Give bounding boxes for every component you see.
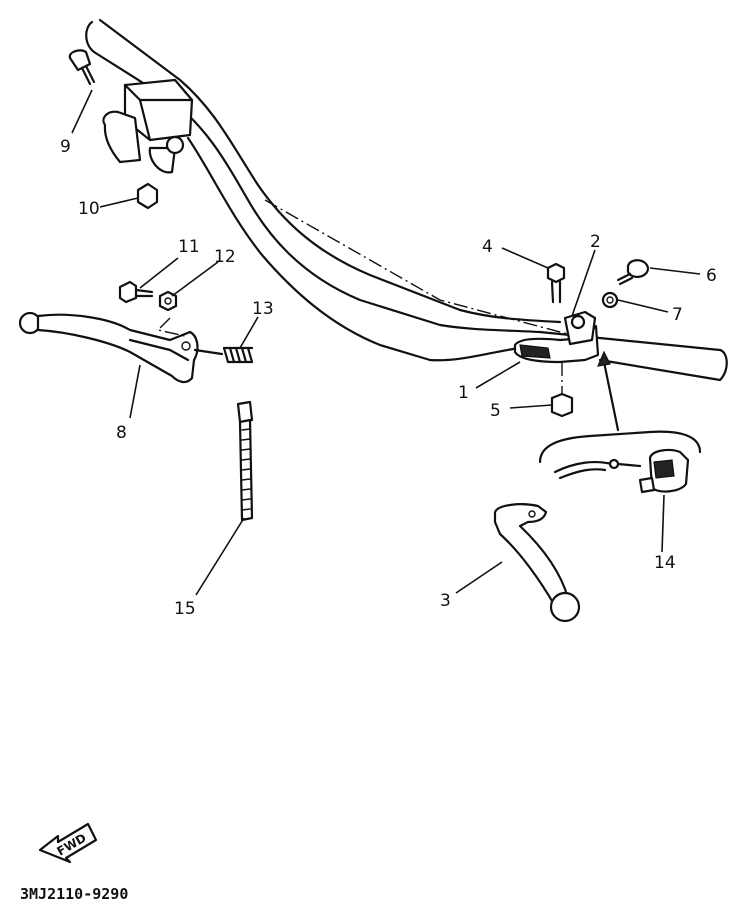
detail-view-bracket bbox=[538, 350, 702, 464]
callout-12: 12 bbox=[214, 247, 236, 267]
part-8-brake-lever bbox=[18, 311, 199, 384]
callout-1: 1 bbox=[458, 383, 469, 403]
callout-2: 2 bbox=[590, 232, 601, 252]
callout-15: 15 bbox=[174, 599, 196, 619]
part-4-bolt bbox=[546, 262, 566, 304]
part-11-bolt bbox=[118, 280, 154, 304]
part-6-screw bbox=[616, 259, 650, 286]
handlebar bbox=[85, 18, 728, 382]
master-cylinder bbox=[102, 78, 194, 174]
callout-3: 3 bbox=[440, 591, 451, 611]
part-5-nut bbox=[550, 362, 574, 418]
part-3-clutch-lever bbox=[493, 503, 581, 623]
leader-lines bbox=[71, 89, 701, 596]
part-15-cable-tie bbox=[236, 400, 254, 522]
part-14-switch bbox=[553, 448, 690, 494]
callout-9: 9 bbox=[60, 137, 71, 157]
part-13-spring bbox=[193, 346, 254, 364]
callout-labels: 9 10 11 12 13 8 15 4 2 6 7 1 5 14 3 bbox=[60, 137, 717, 619]
callout-14: 14 bbox=[654, 553, 676, 573]
part-1-lever-holder bbox=[513, 310, 600, 364]
callout-8: 8 bbox=[116, 423, 127, 443]
callout-11: 11 bbox=[178, 237, 200, 257]
part-9-bolt bbox=[68, 49, 96, 86]
callout-4: 4 bbox=[482, 237, 493, 257]
callout-6: 6 bbox=[706, 266, 717, 286]
part-12-nut bbox=[158, 290, 178, 312]
callout-5: 5 bbox=[490, 401, 501, 421]
callout-13: 13 bbox=[252, 299, 274, 319]
part-7-washer bbox=[601, 291, 619, 309]
callout-7: 7 bbox=[672, 305, 683, 325]
diagram-code: 3MJ2110-9290 bbox=[20, 885, 128, 903]
part-10-nut bbox=[136, 182, 159, 210]
callout-10: 10 bbox=[78, 199, 100, 219]
fwd-arrow: FWD bbox=[38, 822, 98, 864]
